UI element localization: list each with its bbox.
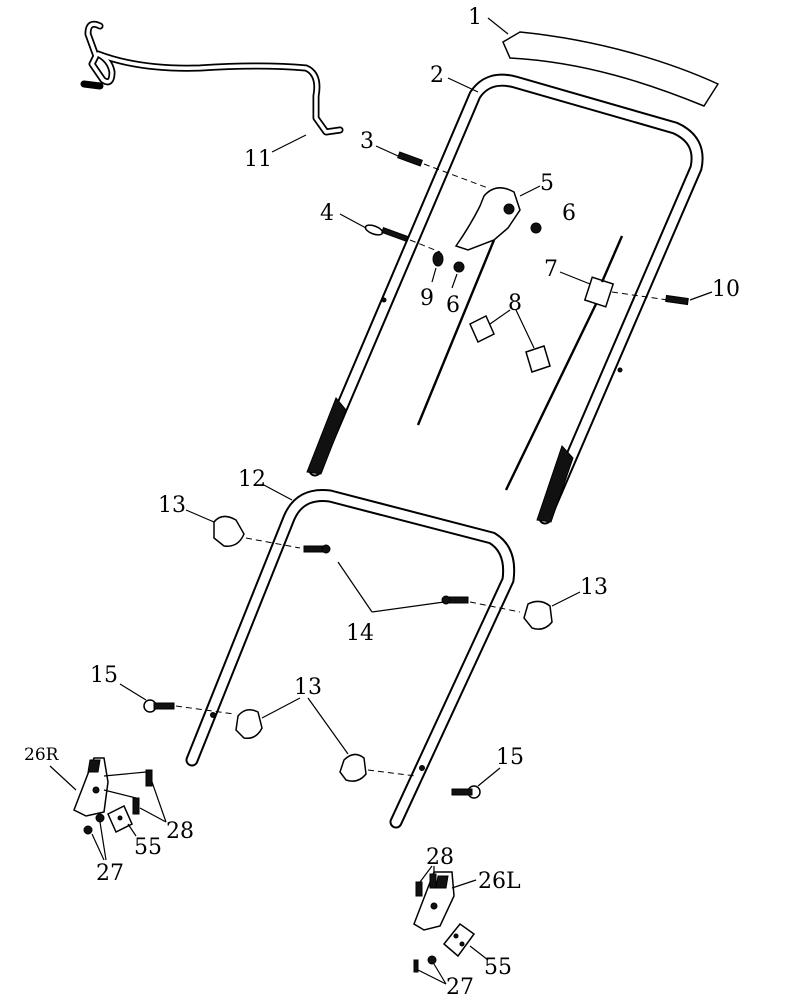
- callout-7: 7: [544, 257, 558, 282]
- part-14-bolts: [303, 544, 521, 613]
- callout-6-lower: 6: [446, 293, 460, 318]
- callout-12: 12: [238, 467, 266, 492]
- callout-15-right: 15: [496, 745, 524, 770]
- part-7-cable-clamp: [504, 235, 669, 491]
- part-13-knob-right: [523, 591, 581, 630]
- part-55-plate-left: [442, 922, 489, 961]
- callout-2: 2: [430, 63, 444, 88]
- part-12-lower-handle: [185, 483, 516, 829]
- callout-5: 5: [540, 171, 554, 196]
- part-27-nuts-left: [413, 955, 447, 985]
- part-13-knob-upper-left: [185, 509, 301, 549]
- callout-26r: 26R: [24, 745, 60, 765]
- callout-27-right: 27: [96, 861, 124, 886]
- callout-3: 3: [360, 129, 374, 154]
- callout-15-left: 15: [90, 663, 118, 688]
- callout-11: 11: [244, 147, 272, 172]
- callout-13-upper-left: 13: [158, 493, 186, 518]
- part-26l-bracket: [413, 871, 477, 931]
- part-28-screws-left: [415, 865, 437, 897]
- callout-4: 4: [320, 201, 334, 226]
- callout-1: 1: [468, 5, 482, 30]
- callout-9: 9: [420, 286, 434, 311]
- part-6-nut-lower: [453, 261, 465, 273]
- part-5-throttle-lever: [416, 185, 541, 426]
- part-9-washer: [431, 251, 458, 289]
- callout-8: 8: [508, 291, 522, 316]
- part-27-nuts-right: [83, 813, 107, 861]
- callout-10: 10: [712, 277, 740, 302]
- callout-28-left: 28: [426, 845, 454, 870]
- part-28-screws-right: [132, 769, 167, 823]
- callout-55-left: 55: [484, 955, 512, 980]
- callout-6-upper: 6: [562, 201, 576, 226]
- part-15-bolt-left: [119, 683, 235, 715]
- part-2-upper-handle: [306, 73, 704, 525]
- callout-27-left: 27: [446, 975, 474, 1000]
- callout-55-right: 55: [134, 835, 162, 860]
- callout-14: 14: [346, 621, 374, 646]
- callout-26l: 26L: [478, 869, 521, 894]
- part-1-foam-grip: [487, 17, 720, 107]
- part-10-screw: [665, 291, 713, 306]
- part-6-nut-upper: [530, 222, 542, 234]
- callout-13-right: 13: [580, 575, 608, 600]
- part-4-clip-bolt: [339, 213, 441, 253]
- part-55-plate-right: [107, 804, 137, 837]
- part-13-knob-lower-left: [235, 697, 301, 740]
- part-13-knob-lower-right: [307, 697, 417, 782]
- part-8-cable-clips: [469, 309, 551, 373]
- part-11-bail-wire: [80, 20, 344, 153]
- callout-13-lower: 13: [294, 675, 322, 700]
- part-15-bolt-right: [451, 767, 501, 799]
- part-3-screw: [375, 145, 489, 189]
- part-26r-bracket: [49, 757, 147, 817]
- callout-28-right: 28: [166, 819, 194, 844]
